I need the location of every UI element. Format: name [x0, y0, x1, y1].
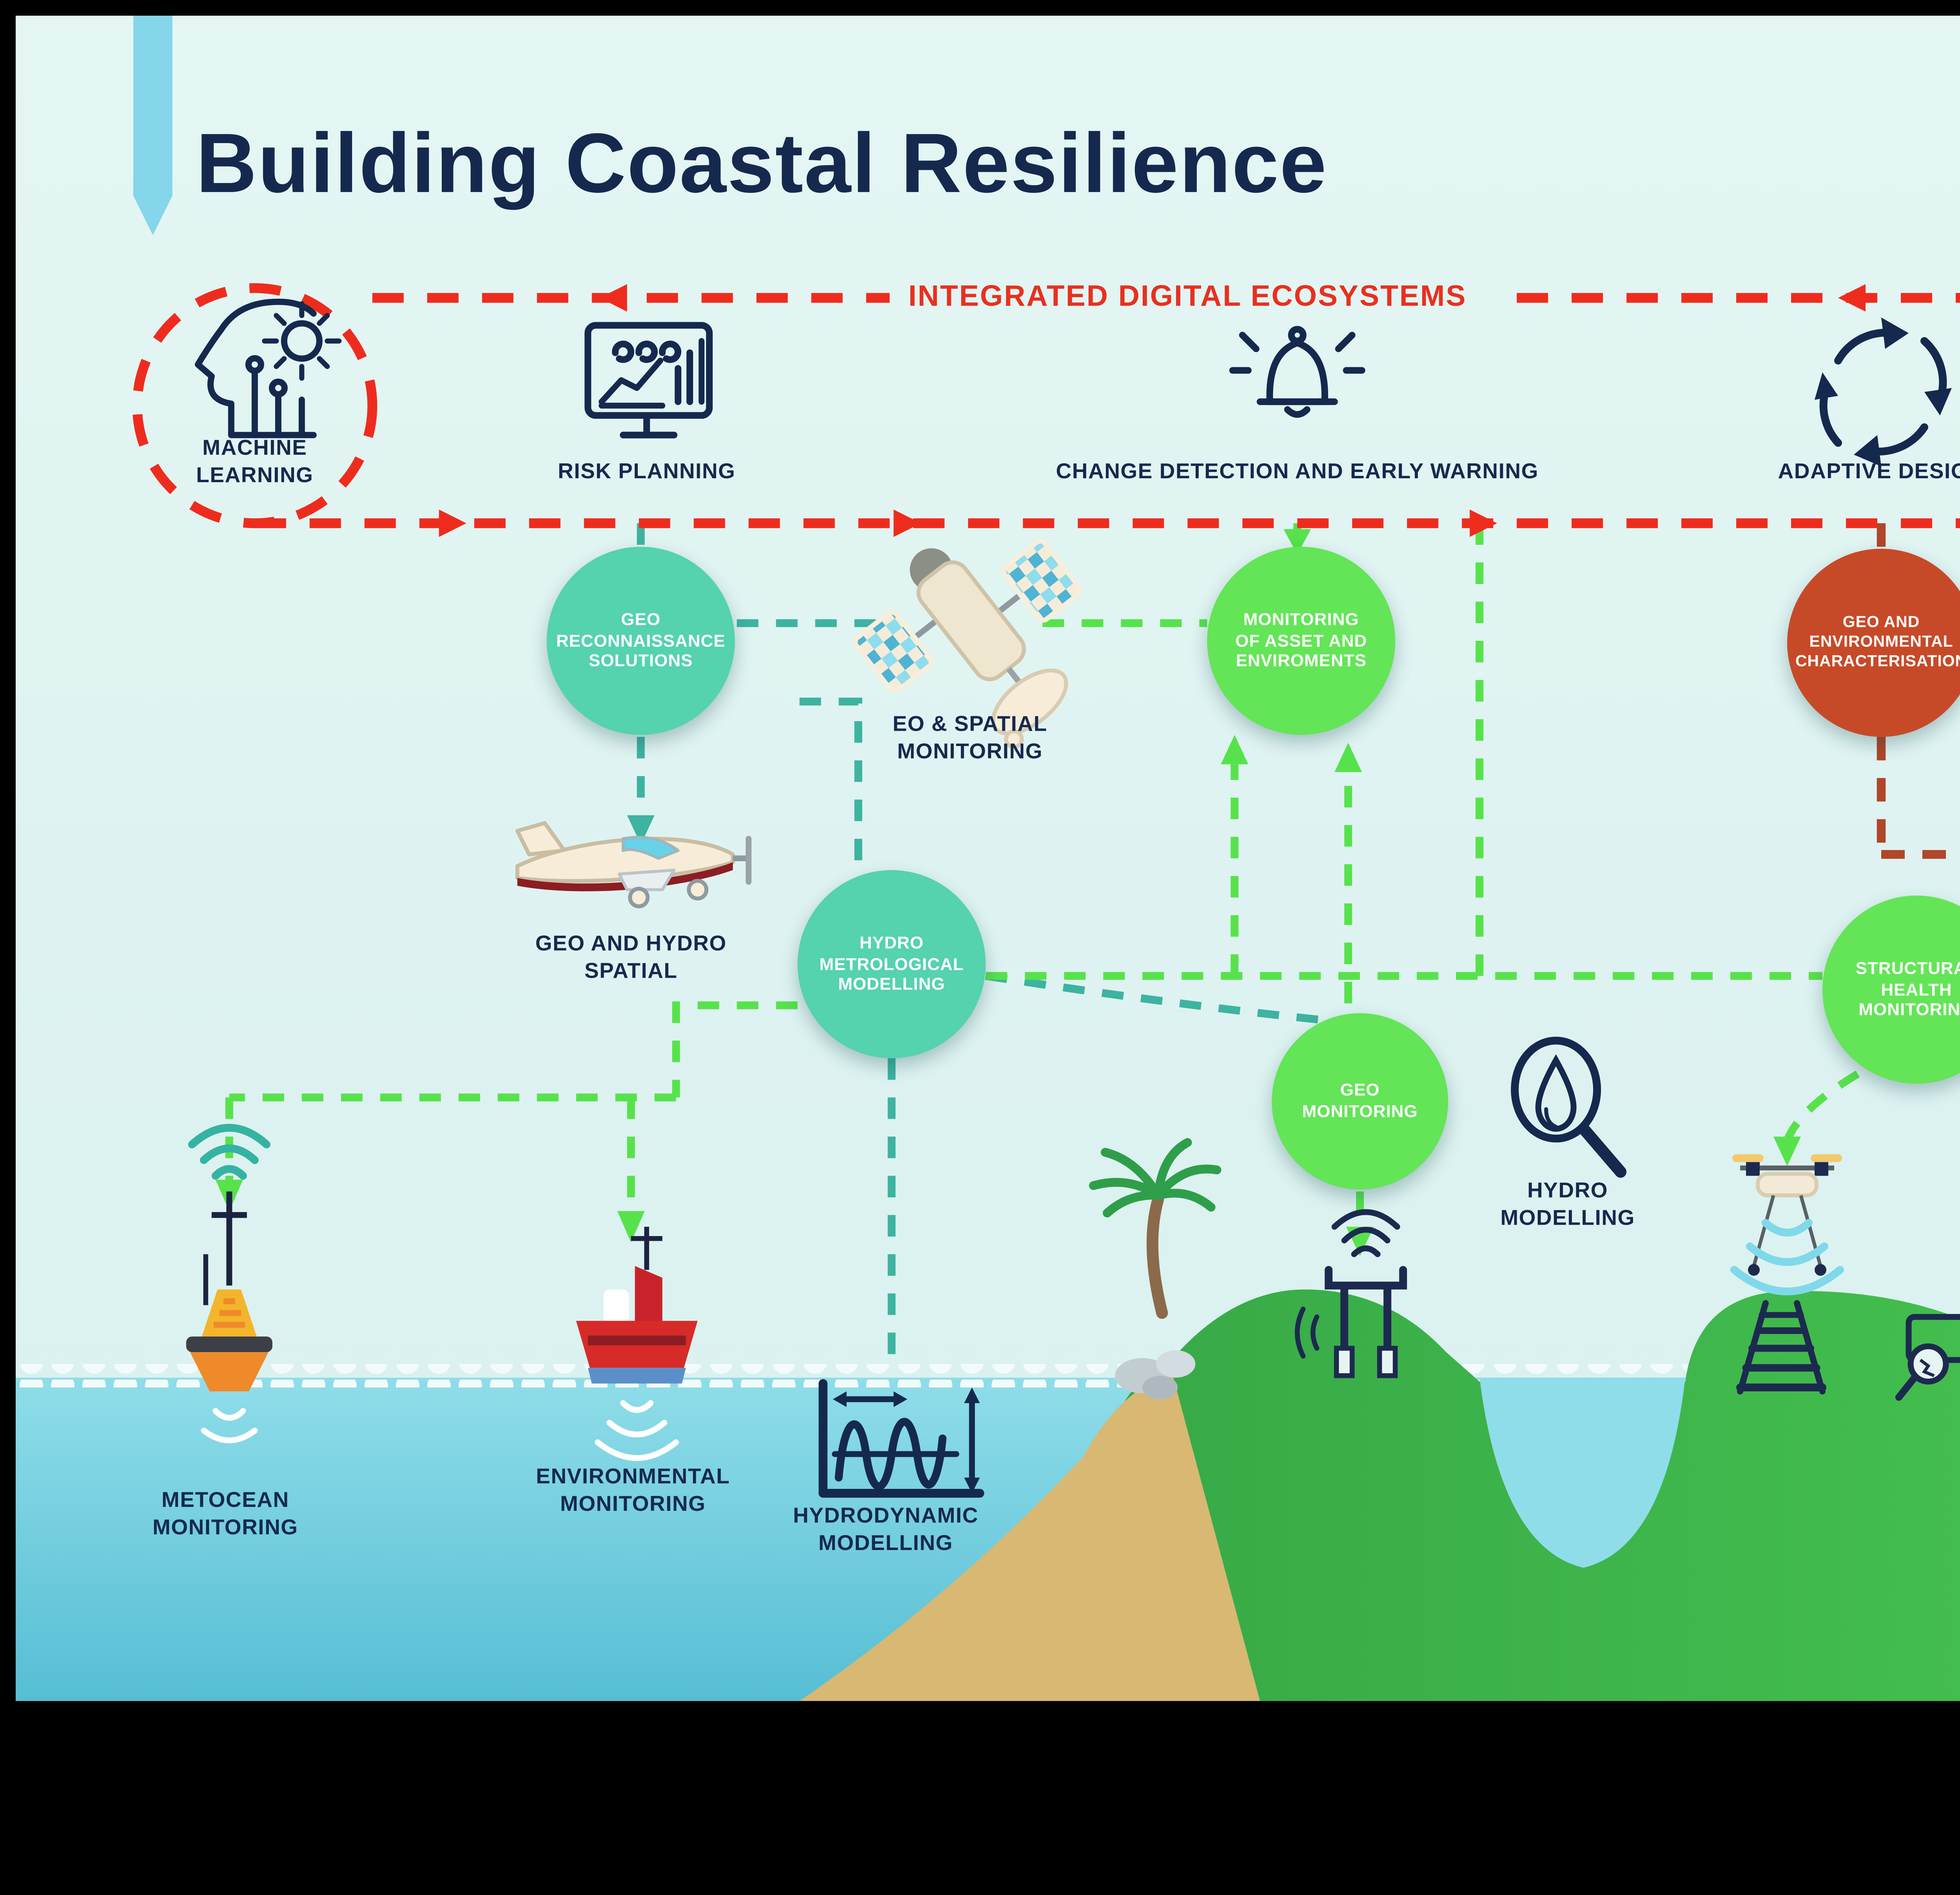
- hydro-modelling-magnifier-icon: [1511, 1036, 1627, 1178]
- ground-sensor-icon: [1295, 1209, 1407, 1378]
- machine-learning-icon: [194, 298, 342, 438]
- machine-learning-ring: [132, 283, 377, 528]
- rocks-icon: [1115, 1350, 1196, 1399]
- integrated-digital-ecosystems-label: INTEGRATED DIGITAL ECOSYSTEMS: [908, 280, 1467, 314]
- label-hydro-modelling: HYDRO MODELLING: [1500, 1180, 1635, 1231]
- arrowheads: [215, 284, 1866, 1256]
- scene-graphic: fugro AI: [15, 283, 1960, 1701]
- flow-step-machine-learning: MACHINE LEARNING: [196, 437, 314, 488]
- label-hydrodynamic-modelling: HYDRODYNAMIC MODELLING: [793, 1505, 979, 1556]
- metocean-buoy-icon: [186, 1124, 272, 1443]
- brand-ribbon: [133, 15, 172, 235]
- survey-plane-icon: [515, 821, 752, 909]
- poster: fugro AI: [15, 15, 1960, 1701]
- hydrodynamic-modelling-icon: [818, 1379, 984, 1498]
- coastal-land: [799, 1289, 1960, 1701]
- survey-ship-icon: [576, 1227, 698, 1461]
- flow-step-adaptive-design: ADAPTIVE DESIGN: [1778, 460, 1960, 484]
- teal-connectors: [637, 523, 1353, 1368]
- bay-1: [1479, 1378, 1686, 1568]
- sand-beach: [799, 1372, 1260, 1701]
- green-connectors: [225, 523, 1860, 1231]
- page-title: Building Coastal Resilience: [196, 117, 1328, 212]
- railway-icon: [1736, 1300, 1827, 1395]
- risk-planning-icon: [584, 322, 713, 439]
- change-detection-bell-icon: [1229, 326, 1365, 418]
- palm-tree-icon: [1089, 1138, 1221, 1319]
- flow-step-change-detection: CHANGE DETECTION AND EARLY WARNING: [1056, 460, 1539, 484]
- brick-connectors: [1877, 523, 1960, 859]
- flow-step-risk-planning: RISK PLANNING: [557, 460, 736, 484]
- bubble-hydro-metrological: HYDRO METROLOGICAL MODELLING: [797, 870, 986, 1058]
- label-metocean-monitoring: METOCEAN MONITORING: [152, 1489, 298, 1540]
- satellite-icon: [853, 538, 1083, 749]
- wall-inspection-icon: [1895, 1314, 1960, 1401]
- label-geo-hydro-spatial: GEO AND HYDRO SPATIAL: [535, 933, 727, 984]
- label-environmental-monitoring: ENVIRONMENTAL MONITORING: [536, 1466, 730, 1516]
- drone-icon: [1730, 1154, 1844, 1296]
- label-eo-spatial: EO & SPATIAL MONITORING: [893, 713, 1047, 764]
- bubble-monitoring-assets: MONITORING OF ASSET AND ENVIROMENTS: [1207, 546, 1396, 735]
- bubble-geo-reconnaissance: GEO RECONNAISSANCE SOLUTIONS: [546, 546, 735, 735]
- bubble-geo-environmental: GEO AND ENVIRONMENTAL CHARACTERISATION: [1787, 548, 1960, 737]
- bubble-geo-monitoring: GEO MONITORING: [1272, 1013, 1448, 1190]
- red-loop: [132, 283, 1960, 528]
- adaptive-design-cycle-icon: [1815, 317, 1952, 466]
